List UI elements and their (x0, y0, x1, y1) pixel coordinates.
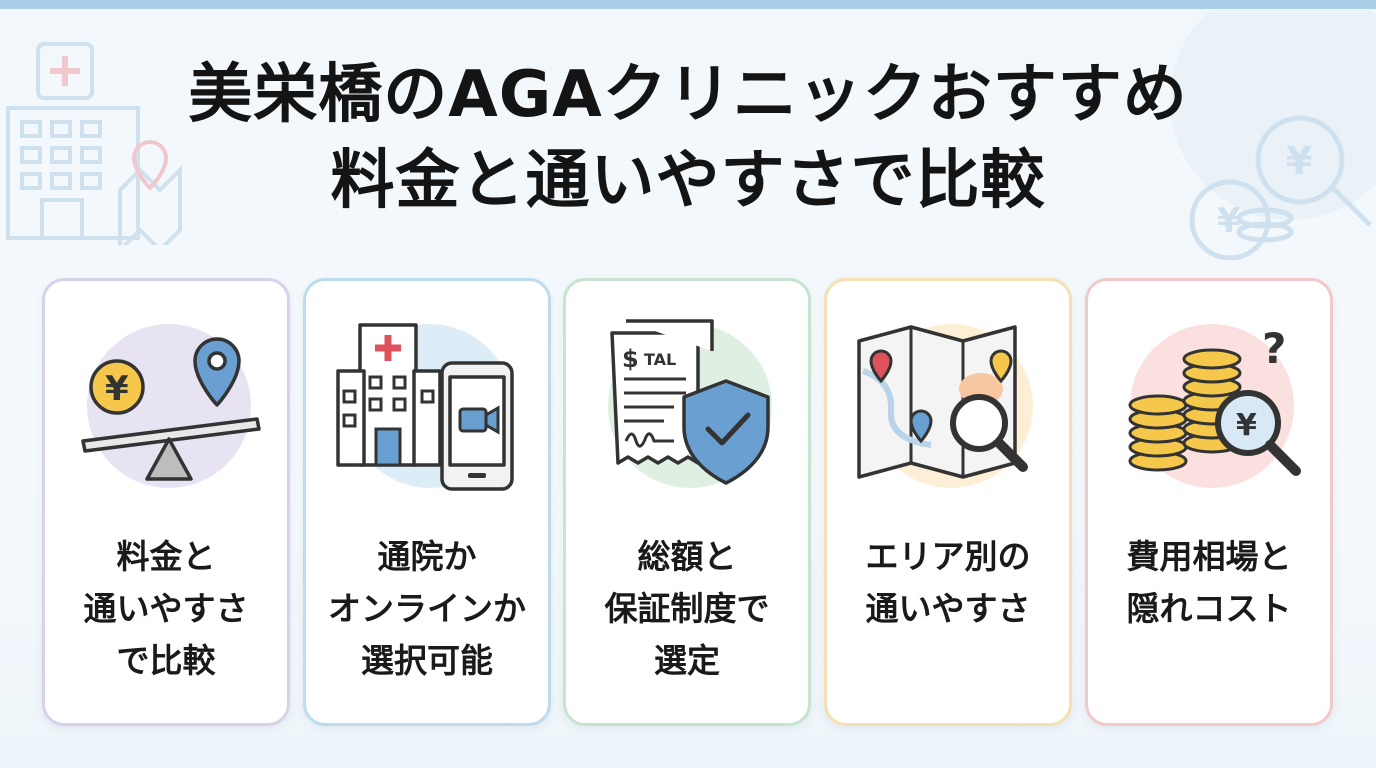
card-label: 総額と 保証制度で 選定 (604, 537, 770, 680)
card-label: エリア別の 通いやすさ (865, 537, 1031, 628)
yen-symbol: ¥ (105, 369, 129, 409)
card-label: 通院か オンラインか 選択可能 (328, 537, 526, 680)
title-line-2: 料金と通いやすさで比較 (330, 144, 1046, 218)
clinic-online-icon (330, 311, 530, 501)
card-price-comparison: ¥ 料金と 通いやすさ で比較 (42, 278, 290, 726)
hidden-cost-icon: ¥ ? (1112, 311, 1312, 501)
card-area-access: エリア別の 通いやすさ (824, 278, 1072, 726)
guarantee-shield-icon: $ TAL (590, 311, 790, 501)
card-cost-and-hidden-costs: ¥ ? 費用相場と 隠れコスト (1085, 278, 1333, 726)
card-clinic-or-online: 通院か オンラインか 選択可能 (303, 278, 551, 726)
receipt-label: TAL (644, 350, 676, 369)
dollar-symbol: $ (622, 345, 639, 373)
title-line-1: 美栄橋のAGAクリニックおすすめ (188, 58, 1188, 132)
price-balance-icon: ¥ (69, 311, 269, 501)
page-title: 美栄橋のAGAクリニックおすすめ 料金と通いやすさで比較 (0, 52, 1376, 224)
card-label: 料金と 通いやすさ で比較 (83, 537, 249, 680)
question-mark: ? (1262, 324, 1286, 373)
card-total-and-guarantee: $ TAL 総額と 保証制度で 選定 (563, 278, 811, 726)
top-accent-bar (0, 0, 1376, 9)
card-label: 費用相場と 隠れコスト (1126, 537, 1292, 628)
area-map-icon (851, 311, 1051, 501)
yen-symbol: ¥ (1236, 408, 1257, 443)
